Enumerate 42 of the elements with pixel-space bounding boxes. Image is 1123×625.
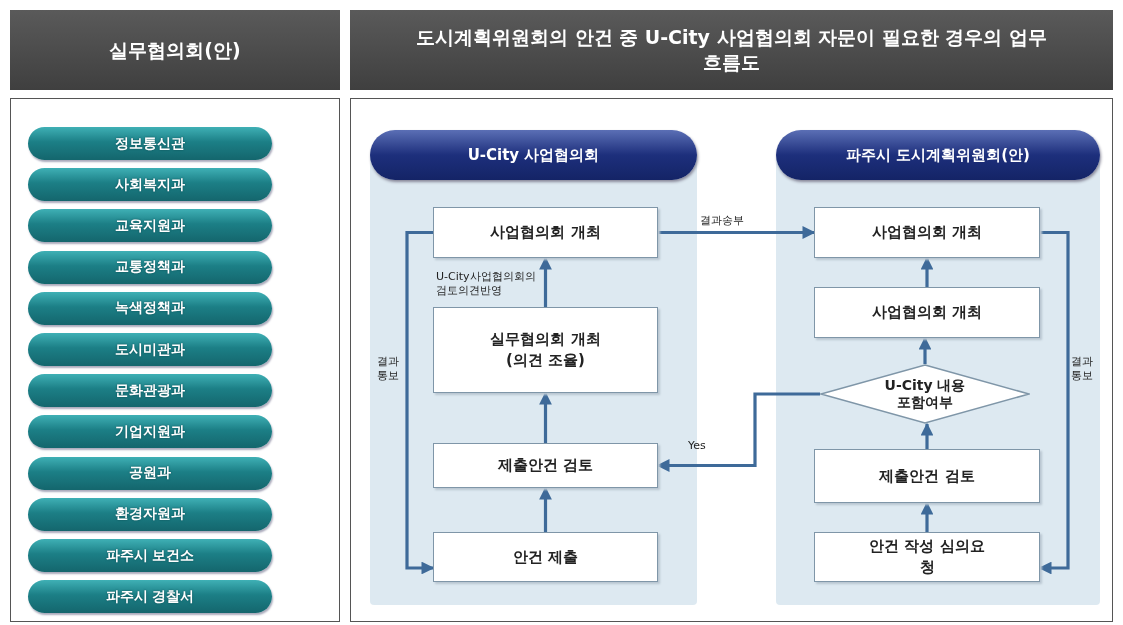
department-pill: 기업지원과	[28, 415, 272, 449]
arrow	[405, 230, 435, 575]
arrow	[1038, 230, 1070, 575]
process-box: 사업협의회 개최	[433, 207, 658, 258]
process-box: 사업협의회 개최	[814, 287, 1040, 338]
department-pill: 파주시 보건소	[28, 539, 272, 572]
department-pill: 도시미관과	[28, 333, 272, 366]
department-pill: 정보통신관	[28, 127, 272, 160]
decision-text: U-City 내용 포함여부	[883, 376, 967, 412]
department-pill: 녹색정책과	[28, 291, 272, 325]
department-pill: 문화관광과	[28, 374, 272, 408]
department-pill: 파주시 경찰서	[28, 580, 272, 614]
arrow	[539, 391, 552, 443]
edge-label: 결과 통보	[377, 355, 400, 383]
edge-label: 결과송부	[700, 214, 745, 228]
process-box: 제출안건 검토	[433, 443, 658, 488]
section-header: 도시계획위원회의 안건 중 U-City 사업협의회 자문이 필요한 경우의 업무 흐름도	[350, 10, 1113, 90]
section-header: 실무협의회(안)	[10, 10, 340, 90]
edge-label: 결과 통보	[1071, 355, 1094, 383]
swimlane-header: 파주시 도시계획위원회(안)	[776, 130, 1100, 180]
arrow	[920, 422, 934, 449]
arrow	[539, 486, 552, 532]
edge-label: Yes	[688, 439, 707, 453]
process-box: 실무협의회 개최 (의견 조율)	[433, 307, 658, 393]
edge-label: U-City사업협의회의 검토의견반영	[436, 270, 537, 298]
process-box: 안건 작성 심의요청	[814, 532, 1040, 582]
swimlane-header: U-City 사업협의회	[370, 130, 697, 180]
arrow	[920, 256, 934, 287]
process-box: 안건 제출	[433, 532, 658, 582]
department-pill: 공원과	[28, 456, 272, 490]
arrow	[920, 501, 934, 532]
arrow	[918, 336, 932, 364]
arrow	[656, 392, 820, 472]
department-pill: 교육지원과	[28, 209, 272, 243]
department-pill: 교통정책과	[28, 250, 272, 284]
department-pill: 환경자원과	[28, 497, 272, 531]
department-pill: 사회복지과	[28, 168, 272, 202]
process-box: 제출안건 검토	[814, 449, 1040, 503]
process-box: 사업협의회 개최	[814, 207, 1040, 258]
swimlane-panel	[776, 130, 1100, 605]
arrow	[658, 226, 816, 239]
arrow	[539, 256, 552, 307]
